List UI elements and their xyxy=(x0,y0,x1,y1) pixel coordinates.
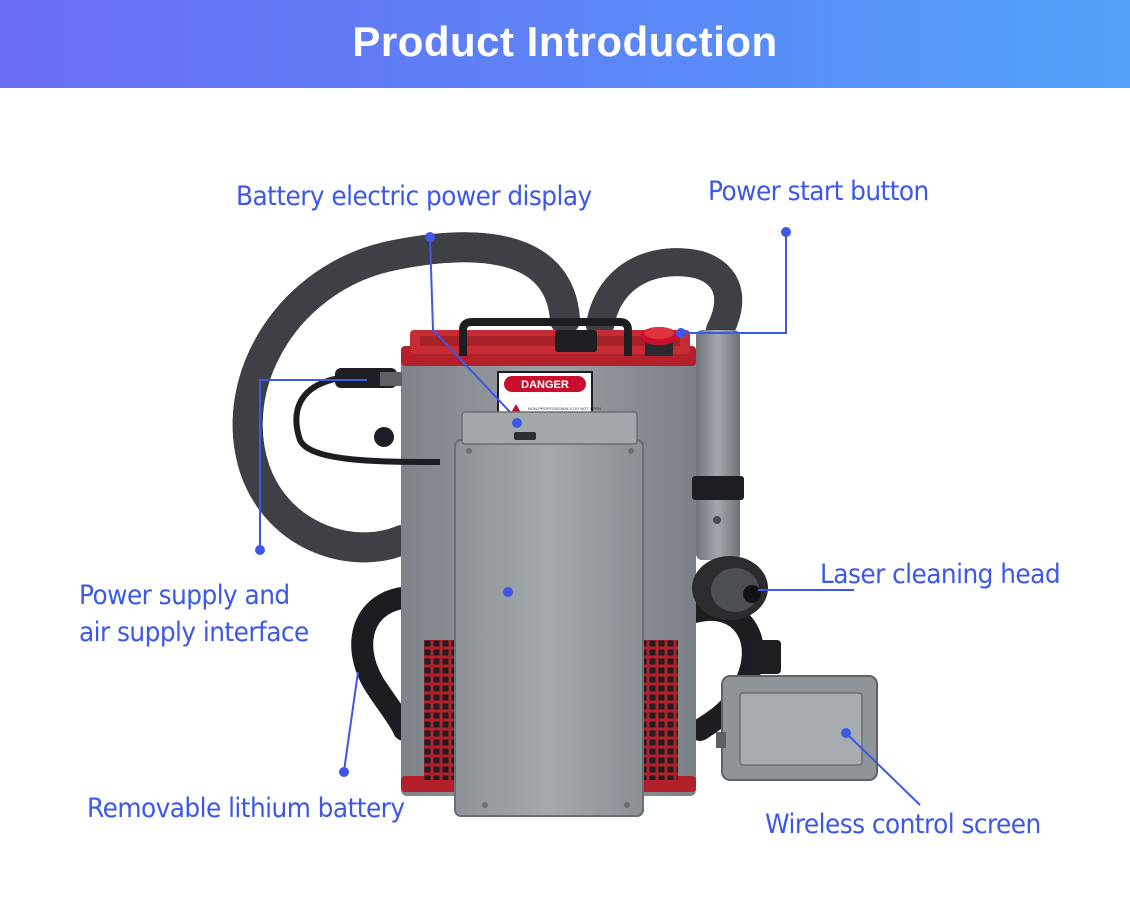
dot-button-target xyxy=(676,328,686,338)
callout-supply-interface: Power supply and air supply interface xyxy=(79,577,309,651)
page-title: Product Introduction xyxy=(352,18,778,65)
cable-hose xyxy=(232,232,743,563)
dot-battery-display xyxy=(425,232,435,242)
power-start-button[interactable] xyxy=(640,327,678,356)
callout-control-screen: Wireless control screen xyxy=(765,809,1041,840)
header-banner xyxy=(0,0,1130,88)
dot-power-start xyxy=(781,227,791,237)
danger-label-text: DANGER xyxy=(521,379,569,391)
leader-control-screen xyxy=(845,732,921,806)
dot-battery-body xyxy=(503,587,513,597)
dot-control-screen xyxy=(841,728,851,738)
dot-lithium-battery xyxy=(339,767,349,777)
dot-supply-interface xyxy=(255,545,265,555)
handle-clamp xyxy=(555,330,597,352)
callout-supply-interface-line2: air supply interface xyxy=(79,617,309,648)
control-screen[interactable] xyxy=(716,640,878,781)
callout-lithium-battery: Removable lithium battery xyxy=(87,793,405,824)
leader-supply-interface xyxy=(259,379,367,550)
leader-power-start xyxy=(684,232,787,334)
laser-cleaning-head xyxy=(692,330,768,620)
supply-connector xyxy=(293,368,441,465)
battery-pack xyxy=(454,411,644,817)
leader-lithium-battery xyxy=(343,671,359,772)
leader-dots xyxy=(255,227,851,777)
callout-power-start: Power start button xyxy=(708,176,929,207)
carry-handle xyxy=(459,318,632,356)
leader-battery-display xyxy=(429,236,511,413)
warning-subtext-line1: NON-PROFESSIONALS DO NOT OPEN xyxy=(528,406,601,411)
right-vent-grille xyxy=(642,640,678,780)
dot-display-target xyxy=(512,418,522,428)
battery-level-display xyxy=(514,432,536,440)
callout-cleaning-head: Laser cleaning head xyxy=(820,559,1061,590)
callout-supply-interface-line1: Power supply and xyxy=(79,580,290,611)
callout-battery-display: Battery electric power display xyxy=(236,181,592,212)
leader-lines xyxy=(259,232,921,806)
